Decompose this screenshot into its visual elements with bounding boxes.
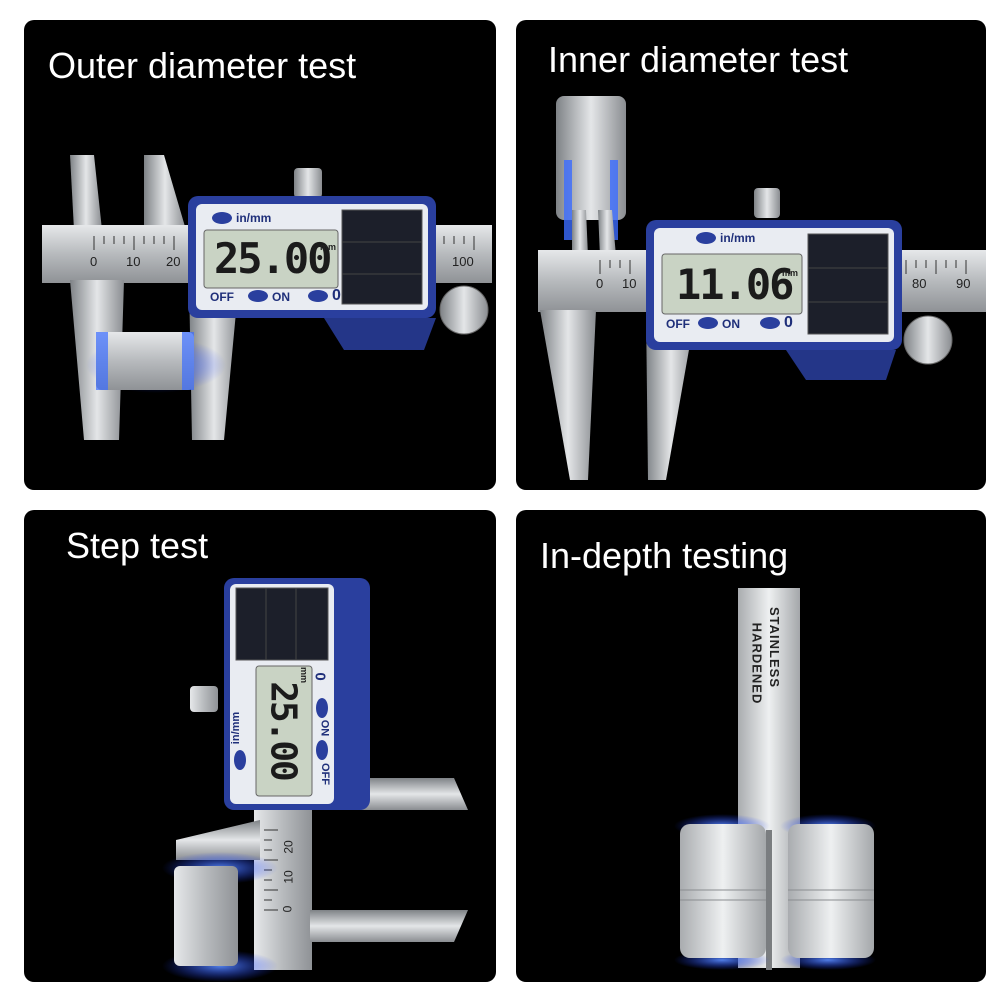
unit-button[interactable] [212,212,232,224]
scale-number: 80 [912,276,927,291]
solar-panel [235,587,329,661]
panel-step-test: Step test [24,510,496,982]
panel-title: Step test [66,525,209,566]
lcd-unit: mm [782,268,799,278]
step-jaw [176,820,260,860]
scale-number: 10 [126,254,141,269]
on-label: ON [318,719,331,737]
main-beam [254,810,312,970]
on-label: ON [272,290,290,304]
lcd-reading: 25.00 [262,681,304,780]
caliper-illustration [538,96,986,480]
unit-button-label: in/mm [236,211,272,225]
lcd-screen [661,253,803,315]
caliper-illustration [42,155,492,440]
zero-button[interactable] [760,317,780,329]
scale-number: 90 [956,276,971,291]
lock-screw [754,188,780,218]
solar-panel [341,209,423,305]
zero-label: 0 [311,672,329,681]
lcd-unit: mm [299,666,310,684]
rod-engraving-stainless: STAINLESS [767,607,782,688]
solar-panel [807,233,889,335]
unit-button-label: in/mm [230,711,243,745]
caliper-illustration [162,578,468,982]
on-label: ON [722,317,740,331]
scale-number: 0 [280,905,295,913]
panel-title: In-depth testing [540,535,789,576]
upper-jaw-fixed [70,155,102,230]
socket [96,332,194,390]
rod-engraving-hardened: HARDENED [749,622,765,705]
thumb-wheel [903,315,953,365]
lower-jaw-slide [646,310,696,480]
scale-number: 20 [166,254,181,269]
unit-button[interactable] [696,232,716,244]
scale-number: 0 [90,254,98,269]
zero-label: 0 [784,314,793,331]
socket [174,866,238,966]
upper-jaw-slide [144,155,186,230]
zero-button[interactable] [308,290,328,302]
thumb-wheel [439,285,489,335]
panel-outer-diameter: Outer diameter test [24,20,496,490]
scale-number: 20 [281,840,296,854]
off-label: OFF [666,317,690,331]
scale-number: 10 [622,276,637,291]
unit-button[interactable] [234,750,246,770]
panel-title: Inner diameter test [548,39,849,80]
lcd-reading: 25.00 [214,234,332,283]
socket [556,96,626,220]
lcd-screen [255,665,313,797]
lock-screw [294,168,322,198]
panel-inner-diameter: Inner diameter test [516,20,986,490]
lcd-screen [203,229,339,289]
zero-button[interactable] [316,740,328,760]
zero-label: 0 [332,287,341,304]
scale-number: 0 [596,276,604,291]
lcd-reading: 11.06 [676,260,794,309]
lock-screw [190,686,218,712]
unit-button-label: in/mm [720,231,756,245]
lower-jaw [310,910,468,942]
panel-title: Outer diameter test [48,45,357,86]
panel-depth-test: In-depth testing STAINLESS HARDENED [516,510,986,982]
scale-ticks [599,260,967,274]
off-label: OFF [210,290,234,304]
off-label: OFF [319,763,331,785]
on-button[interactable] [316,698,328,718]
depth-illustration [674,588,876,970]
socket-right [788,824,874,958]
on-button[interactable] [248,290,268,302]
scale-number: 100 [452,254,474,269]
on-button[interactable] [698,317,718,329]
lower-jaw-fixed [540,310,596,480]
socket-left [680,824,766,958]
lcd-unit: mm [320,242,337,252]
scale-number: 10 [281,870,296,884]
